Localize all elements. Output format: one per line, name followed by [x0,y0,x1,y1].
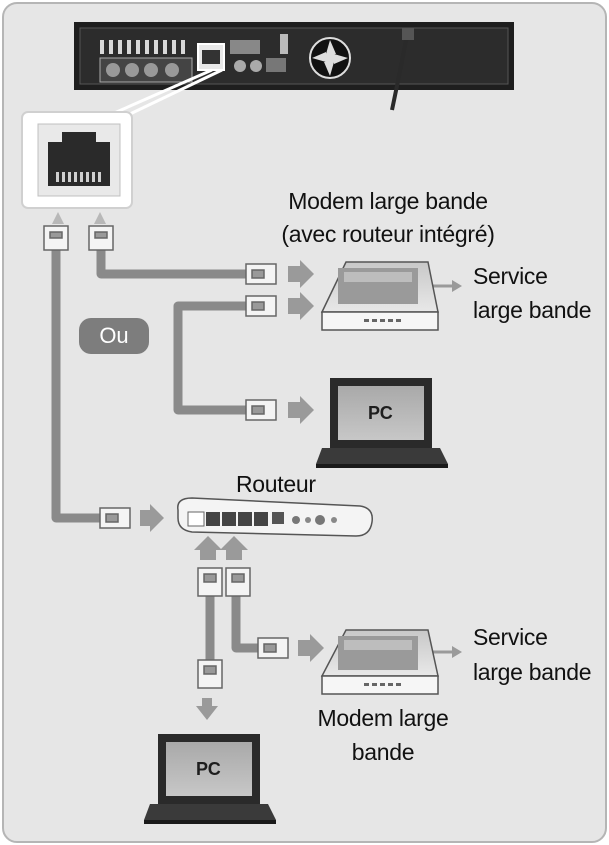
modem-bottom-label-line1: Modem large [317,705,449,731]
network-cables [51,250,262,664]
modem-router-label-line1: Modem large bande [288,188,488,214]
router-device [177,497,373,537]
modem-router-label-line2: (avec routeur intégré) [281,221,495,247]
service-top-label-line2: large bande [473,297,592,323]
pc-top-label: PC [368,403,393,423]
modem-device [320,629,439,695]
pc-bottom-label: PC [196,759,221,779]
laptop-top [316,378,448,468]
service-bottom-label-line1: Service [473,624,548,650]
rj45-plugs [43,225,289,689]
or-badge: Ou [79,318,149,354]
router-label: Routeur [236,471,316,497]
lan-port-closeup [21,111,133,209]
connection-arrows [140,260,324,720]
modem-bottom-label-line2: bande [351,739,415,765]
service-top-label-line1: Service [473,263,548,289]
laptop-bottom [144,734,276,824]
service-bottom-label-line2: large bande [473,659,592,685]
player-rear-panel [74,22,514,111]
modem-router-device [320,261,439,331]
